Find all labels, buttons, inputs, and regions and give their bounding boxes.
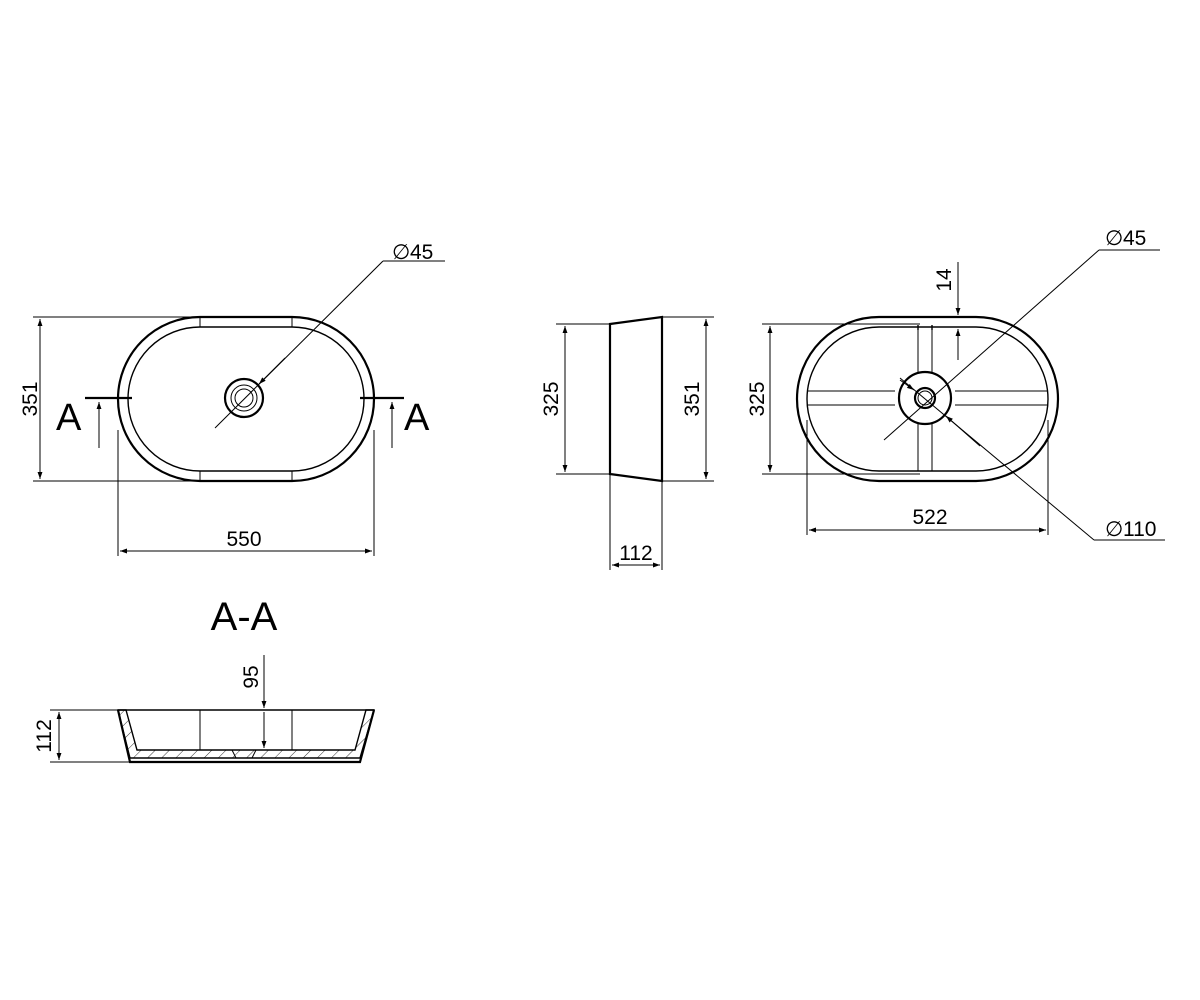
bottom-view xyxy=(762,249,1165,541)
bottom-center-diameter-symbol: ∅ xyxy=(1105,518,1123,541)
bottom-inner-rim xyxy=(806,326,1049,472)
bottom-drain-hole xyxy=(913,386,937,410)
side-inner-height-dim-label: 325 xyxy=(540,381,563,416)
bottom-center-ring xyxy=(897,370,953,426)
basin-inner-rim xyxy=(127,326,365,472)
top-drain-diameter-label: 45 xyxy=(410,241,433,264)
bottom-drain-diameter-symbol: ∅ xyxy=(1105,227,1123,250)
section-marker-left: A xyxy=(56,397,82,439)
section-total-height-dim-label: 112 xyxy=(33,719,56,752)
top-height-dim-label: 351 xyxy=(19,381,42,416)
side-view xyxy=(556,315,714,570)
bottom-outer-rim xyxy=(795,315,1060,483)
bottom-width-dim-label: 522 xyxy=(912,506,947,529)
top-width-dim-label: 550 xyxy=(226,528,261,551)
side-outer-height-dim-label: 351 xyxy=(681,381,704,416)
top-view xyxy=(33,260,445,556)
section-marker-right: A xyxy=(404,397,430,439)
top-drain-diameter-symbol: ∅ xyxy=(392,241,410,264)
side-profile xyxy=(608,315,664,483)
section-inner-depth-dim-label: 95 xyxy=(240,665,263,688)
side-depth-dim-label: 112 xyxy=(619,542,652,565)
section-wall xyxy=(117,709,375,759)
bottom-height-dim-label: 325 xyxy=(746,381,769,416)
section-view xyxy=(50,655,376,764)
bottom-rib-dim-label: 14 xyxy=(933,268,956,292)
bottom-drain-diameter-label: 45 xyxy=(1123,227,1146,250)
bottom-center-diameter-label: 110 xyxy=(1123,518,1156,541)
drain-hole xyxy=(223,377,265,419)
section-title: A-A xyxy=(211,595,278,639)
